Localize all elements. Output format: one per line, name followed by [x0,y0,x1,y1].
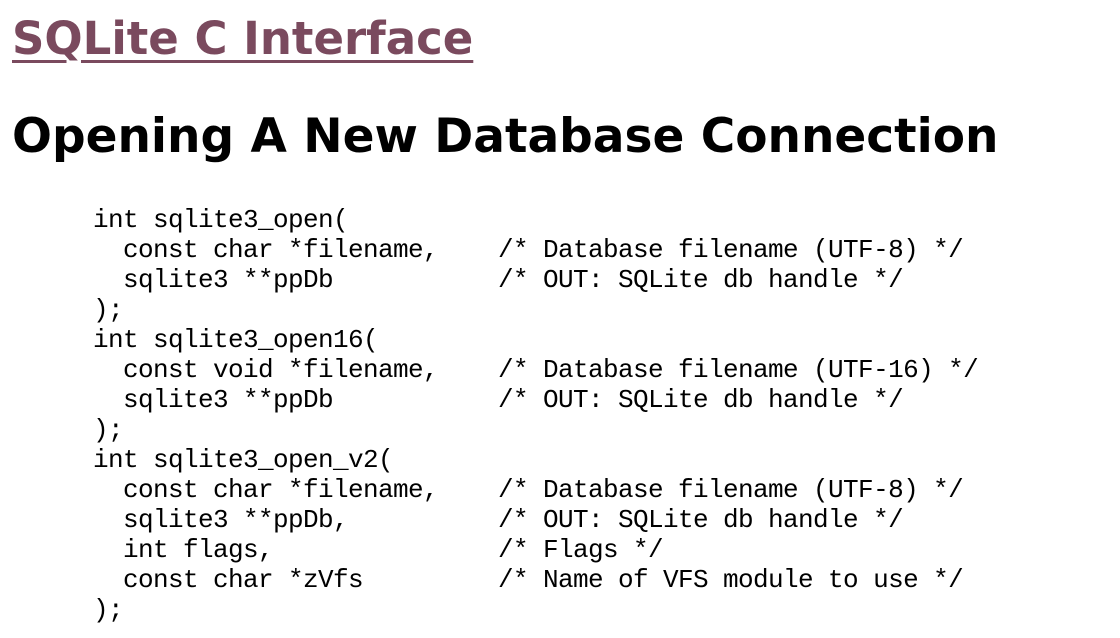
code-line: ); [93,595,978,625]
code-line: const char *filename, /* Database filenam… [93,235,978,265]
code-declaration: int sqlite3_open16( [93,325,379,355]
sqlite-c-interface-link[interactable]: SQLite C Interface [12,12,474,65]
code-declaration: const void *filename, [93,355,439,385]
code-comment: /* Database filename (UTF-8) */ [498,235,964,265]
section-heading: Opening A New Database Connection [12,109,999,164]
code-declaration: const char *filename, [93,235,439,265]
code-comment: /* Name of VFS module to use */ [498,565,964,595]
code-line: const char *filename, /* Database filenam… [93,475,978,505]
code-line: sqlite3 **ppDb /* OUT: SQLite db handle *… [93,385,978,415]
code-line: int flags, /* Flags */ [93,535,978,565]
code-declaration: int sqlite3_open( [93,205,349,235]
code-comment: /* OUT: SQLite db handle */ [498,385,904,415]
code-declaration: ); [93,415,124,445]
code-declaration: sqlite3 **ppDb, [93,505,349,535]
code-line: ); [93,295,978,325]
code-line: int sqlite3_open_v2( [93,445,978,475]
code-declaration: ); [93,595,124,625]
code-line: ); [93,415,978,445]
code-comment: /* Flags */ [498,535,664,565]
code-declaration: const char *zVfs [93,565,364,595]
code-comment: /* Database filename (UTF-8) */ [498,475,964,505]
code-declaration: int sqlite3_open_v2( [93,445,394,475]
code-line: sqlite3 **ppDb, /* OUT: SQLite db handle … [93,505,978,535]
code-line: int sqlite3_open16( [93,325,978,355]
code-declaration: ); [93,295,124,325]
code-comment: /* OUT: SQLite db handle */ [498,505,904,535]
code-declaration: sqlite3 **ppDb [93,265,334,295]
code-declaration: const char *filename, [93,475,439,505]
function-signature-code: int sqlite3_open( const char *filename, /… [93,205,979,625]
code-line: const char *zVfs /* Name of VFS module to… [93,565,978,595]
code-declaration: int flags, [93,535,274,565]
code-declaration: sqlite3 **ppDb [93,385,334,415]
code-line: const void *filename, /* Database filenam… [93,355,979,385]
code-line: sqlite3 **ppDb /* OUT: SQLite db handle *… [93,265,978,295]
code-line: int sqlite3_open( [93,205,978,235]
code-comment: /* Database filename (UTF-16) */ [498,355,979,385]
code-comment: /* OUT: SQLite db handle */ [498,265,904,295]
